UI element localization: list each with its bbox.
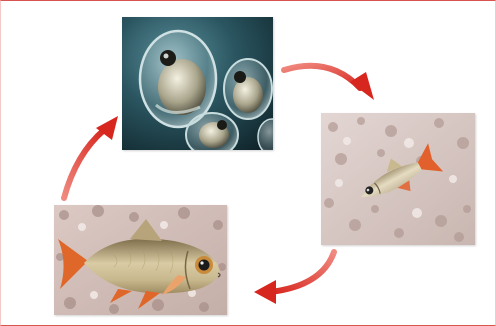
arrow-juvenile-to-adult — [254, 252, 334, 304]
arrow-adult-to-eggs — [64, 116, 118, 198]
arrow-eggs-to-juvenile — [284, 66, 374, 100]
